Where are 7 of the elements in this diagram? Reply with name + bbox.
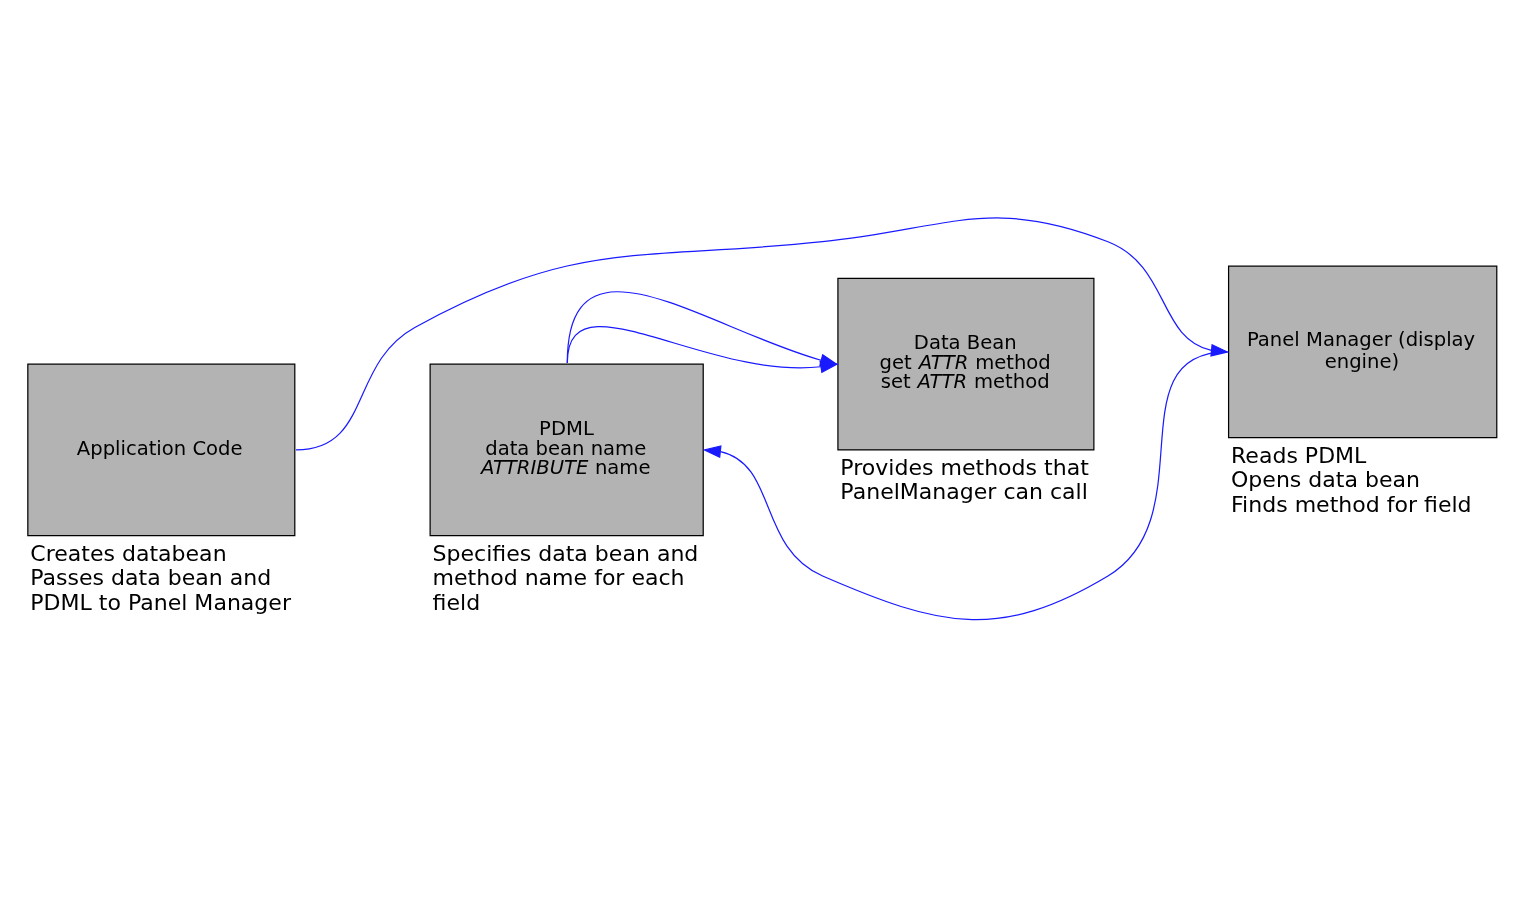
node-label: Opens data bean	[1231, 467, 1420, 493]
node-label: Provides methods that PanelManager can call	[840, 454, 1089, 505]
node-label: Finds method for field	[1231, 491, 1472, 517]
node-label: Reads PDML	[1231, 442, 1367, 468]
node-label: Specifies data bean and method name for each field	[432, 540, 699, 615]
node-label: Passes data bean and PDML to Panel Manager	[30, 565, 291, 615]
node-label: Creates databean	[30, 540, 227, 566]
